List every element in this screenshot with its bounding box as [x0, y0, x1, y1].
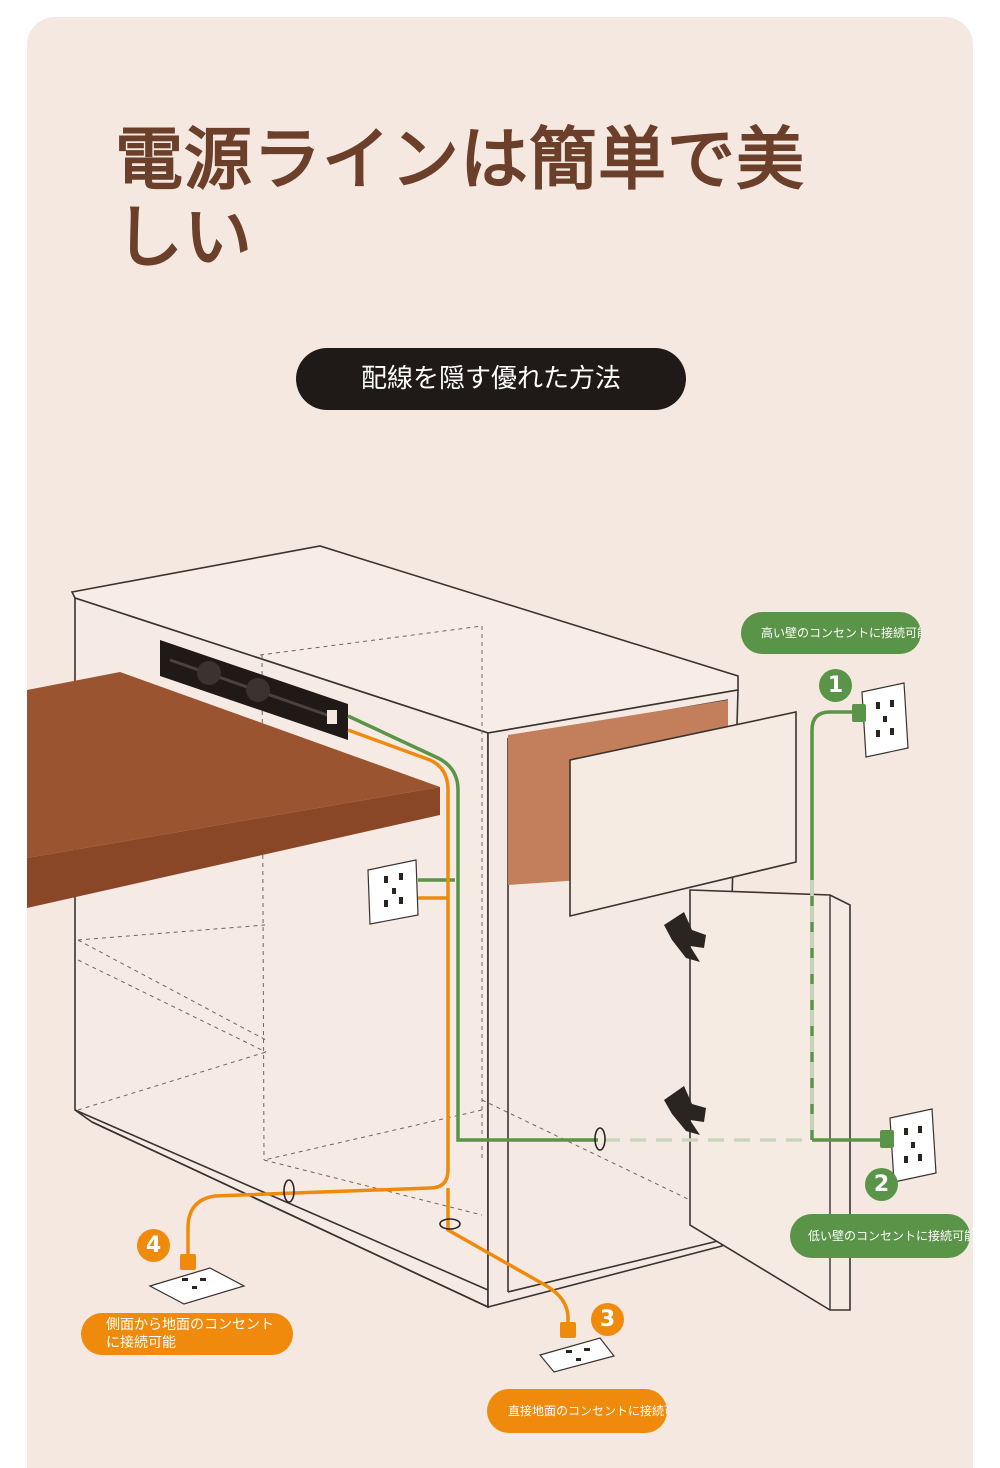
option-1-badge: 1 — [819, 669, 852, 702]
high-wall-outlet-icon — [852, 682, 909, 758]
option-2-badge: 2 — [865, 1168, 898, 1201]
orange-cable — [186, 728, 570, 1330]
hinge-icon — [664, 912, 706, 1135]
low-wall-outlet-icon — [880, 1108, 937, 1183]
wall-outlet-icon — [367, 859, 419, 925]
option-4-label: 側面から地面のコンセントに接続可能 — [81, 1313, 293, 1355]
subtitle-pill: 配線を隠す優れた方法 — [296, 348, 686, 410]
desk-top — [27, 672, 440, 908]
floor-outlet-icon — [148, 1254, 246, 1305]
option-3-badge: 3 — [591, 1303, 624, 1336]
drawer — [508, 700, 797, 918]
option-1-label: 高い壁のコンセントに接続可能 — [741, 612, 921, 654]
option-4-label-text: 側面から地面のコンセントに接続可能 — [106, 1317, 274, 1351]
option-4-badge: 4 — [137, 1229, 170, 1262]
cable-hole — [283, 1127, 606, 1230]
green-cable — [347, 710, 887, 1142]
option-2-label: 低い壁のコンセントに接続可能 — [790, 1214, 970, 1258]
hidden-edges — [77, 625, 691, 1216]
headline: 電源ラインは簡単で美しい — [115, 121, 806, 278]
option-3-label: 直接地面のコンセントに接続可能 — [487, 1389, 667, 1433]
power-strip-icon — [160, 640, 348, 740]
floor-outlet-icon-direct — [538, 1322, 616, 1373]
